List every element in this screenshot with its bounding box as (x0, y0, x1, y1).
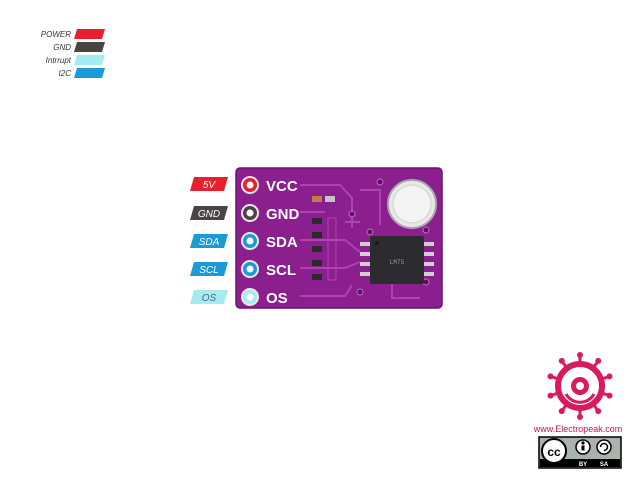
logo-gear-tooth-tip (606, 373, 613, 380)
logo-gear-tooth-tip (577, 414, 583, 420)
pin-tag-label: OS (202, 293, 217, 304)
chip-marking: LM75 (390, 259, 405, 266)
legend-item-power: POWER (41, 29, 105, 39)
pin-tag-label: 5V (203, 180, 217, 191)
pin-hole (246, 209, 254, 217)
sa-label: SA (600, 462, 609, 468)
pin-tag (190, 177, 228, 191)
pin-gnd: GND GND (190, 204, 300, 223)
pin-tag-label: GND (198, 209, 220, 220)
pin-vcc: 5V VCC (190, 176, 298, 195)
legend-item-i2c: I2C (59, 68, 105, 78)
pin-hole (246, 293, 254, 301)
legend-label: GND (53, 43, 71, 52)
legend: POWER GND Intrrupt I2C (41, 29, 105, 78)
sa-sharealike-icon (596, 439, 612, 455)
logo-gear-tooth-tip (606, 392, 613, 399)
logo-ring (555, 361, 605, 411)
logo-gear-tooth-tip (558, 408, 565, 415)
pin-header: 5V VCC GND GND SDA SDA SCL SCL (190, 176, 300, 307)
legend-item-gnd: GND (53, 42, 105, 52)
chip-body (370, 236, 424, 284)
pcb-vias (348, 178, 430, 296)
pcb-board: LM75 (235, 167, 443, 309)
pin-tag (190, 262, 228, 276)
pin-tag-label: SCL (199, 265, 218, 276)
pin-name: VCC (266, 178, 298, 195)
logo-arc (564, 393, 596, 404)
lm75-chip: LM75 (360, 236, 434, 284)
pin-name: GND (266, 206, 300, 223)
pin-scl: SCL SCL (190, 260, 296, 279)
chip-pins (360, 242, 434, 276)
pin-name: OS (266, 290, 288, 307)
legend-swatch (74, 55, 105, 65)
logo-gear-tooth-tip (577, 352, 583, 358)
pin-hole (246, 181, 254, 189)
cc-badge-footer (540, 459, 620, 467)
mounting-hole (387, 179, 437, 229)
legend-label: Intrrupt (46, 56, 72, 65)
logo-gear-tooth-tip (558, 357, 565, 364)
logo-core-hole (576, 382, 584, 390)
by-label: BY (579, 462, 587, 468)
logo-gear-tooth-tip (595, 408, 602, 415)
pin-hole (246, 265, 254, 273)
pin-os: OS OS (190, 288, 288, 307)
legend-label: POWER (41, 30, 71, 39)
pin-name: SCL (266, 262, 296, 279)
website-url: www.Electropeak.com (533, 424, 623, 434)
legend-swatch (74, 42, 105, 52)
pcb-edge (235, 167, 443, 309)
electropeak-logo-icon (547, 352, 613, 420)
legend-swatch (74, 68, 105, 78)
cc-license-badge: cc BY SA (538, 436, 622, 469)
logo-gear-tooth-tip (595, 357, 602, 364)
cc-label: cc (547, 445, 561, 459)
pin-tag (190, 290, 228, 304)
logo-gear-tooth-tip (547, 373, 554, 380)
pin-name: SDA (266, 234, 298, 251)
smd-components (312, 196, 337, 281)
pin-tag-label: SDA (199, 237, 220, 248)
chip-pin1-marker (375, 241, 379, 245)
cc-icon (541, 438, 567, 464)
logo-gear-tooth-tip (547, 392, 554, 399)
logo-gear-teeth (547, 352, 613, 420)
pin-tag (190, 234, 228, 248)
legend-swatch (74, 29, 105, 39)
legend-label: I2C (59, 69, 72, 78)
legend-item-interrupt: Intrrupt (46, 55, 105, 65)
pin-hole (246, 237, 254, 245)
pin-tag (190, 206, 228, 220)
pin-sda: SDA SDA (190, 232, 298, 251)
